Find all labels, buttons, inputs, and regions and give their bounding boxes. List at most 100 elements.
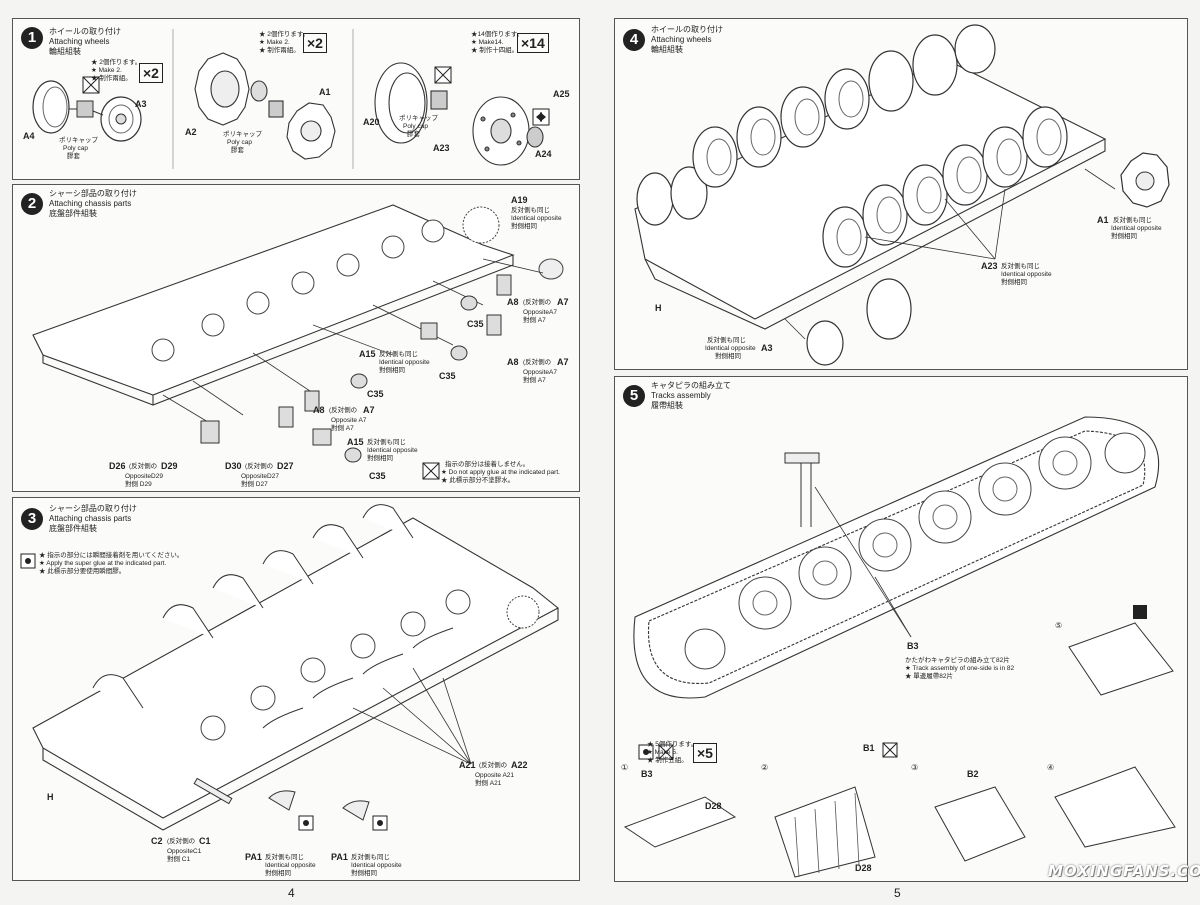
step-number: 4 [623,29,645,51]
polycap-label-jp: ポリキャップ [399,115,438,122]
step-3-panel: 3 シャーシ部品の取り付け Attaching chassis parts 底盤… [12,497,580,881]
noglue-note-en: ★ Do not apply glue at the indicated par… [441,469,560,476]
callout-jp: 反対側も同じ [707,337,746,344]
callout-en: Identical opposite [265,862,316,869]
callout-cn: 對側相同 [367,455,393,462]
part-label: C35 [439,371,456,381]
step-number: 5 [623,385,645,407]
callout-en: Identical opposite [705,345,756,352]
note-en: ★ Make 2. [259,39,290,46]
noglue-note-cn: ★ 此標示部分不塗膠水。 [441,477,515,484]
part-label: H [655,303,662,313]
callout-en: OppositeD27 [241,473,279,480]
step-4-wheel-illustration [634,24,1170,366]
noglue-note-jp: 指示の部分は接着しません。 [445,461,530,468]
callout-cn: 對側 A21 [475,780,502,787]
substep-marker: ③ [911,763,919,772]
part-label: A7 [363,405,375,415]
step-title-cn: 輪組組裝 [49,47,81,56]
part-label: D29 [161,461,178,471]
step-5-track-illustration [623,416,1176,878]
callout-cn: 對側 A7 [523,317,546,324]
callout-en: OppositeA7 [523,309,557,316]
callout-jp: 反対側も同じ [1113,217,1152,224]
callout-cn: 對側相同 [511,223,537,230]
step-2-panel: 2 シャーシ部品の取り付け Attaching chassis parts 底盤… [12,184,580,492]
callout-jp: 反対側も同じ [379,351,418,358]
part-label: A1 [319,87,331,97]
part-label: D27 [277,461,294,471]
part-label: B1 [863,743,875,753]
callout-jp: (反対側の [479,762,508,769]
multiplier-badge: ×5 [693,743,717,763]
polycap-label-jp: ポリキャップ [223,131,262,138]
step-title-cn: 底盤部件組裝 [49,524,97,533]
callout-en: Identical opposite [367,447,418,454]
glue-note-cn: ★ 此標示部分要使用瞬間膠。 [39,568,126,575]
callout-en: Identical opposite [379,359,430,366]
step-number: 1 [21,27,43,49]
part-label: C2 [151,836,163,846]
step-title-en: Attaching wheels [49,37,110,46]
callout-en: ★ Track assembly of one-side is in 82 [905,665,1015,672]
part-label: D28 [705,801,722,811]
part-label: A15 [359,349,376,359]
note-en: ★ Make14. [471,39,504,46]
step-title-jp: シャーシ部品の取り付け [49,504,137,513]
step-1-panel: 1 ホイールの取り付け Attaching wheels 輪組組裝 ★ 2個作り… [12,18,580,180]
glue-note-en: ★ Apply the super glue at the indicated … [39,560,167,567]
part-label: A23 [433,143,450,153]
step-number: 3 [21,508,43,530]
step-title-en: Attaching wheels [651,35,712,44]
polycap-label-cn: 膠套 [67,153,80,160]
step-title-cn: 輪組組裝 [651,45,683,54]
callout-cn: 對側相同 [715,353,741,360]
callout-en: OppositeC1 [167,848,202,855]
callout-jp: (反対側の [523,299,552,306]
step-title-en: Attaching chassis parts [49,514,132,523]
step-title-cn: 底盤部件組裝 [49,209,97,218]
callout-jp: (反対側の [167,838,196,845]
part-label: A7 [557,357,569,367]
part-label: A1 [1097,215,1109,225]
note-jp: ★ 2個作ります。 [259,31,310,38]
part-label: C35 [467,319,484,329]
callout-en: OppositeD29 [125,473,163,480]
part-label: A21 [459,760,476,770]
polycap-label-en: Poly cap [403,123,428,130]
page-number: 5 [894,886,901,900]
step-4-panel: 4 ホイールの取り付け Attaching wheels 輪組組裝 H A1 反… [614,18,1188,370]
note-cn: ★ 制作兩組。 [91,75,132,82]
polycap-label-en: Poly cap [227,139,252,146]
note-jp: ★14個作ります。 [471,31,524,38]
part-label: H [47,792,54,802]
callout-cn: 對側 A7 [523,377,546,384]
step-title-en: Attaching chassis parts [49,199,132,208]
part-label: A4 [23,131,35,141]
callout-en: Identical opposite [511,215,562,222]
part-label: B2 [967,769,979,779]
note-cn: ★ 制作十四組。 [471,47,519,54]
part-label: A7 [557,297,569,307]
step-title-jp: キャタピラの組み立て [651,381,731,390]
substep-marker: ① [621,763,629,772]
callout-cn: 對側 D29 [125,481,152,488]
part-label: A25 [553,89,570,99]
part-label: B3 [907,641,919,651]
callout-cn: 對側 C1 [167,856,191,863]
callout-jp: 反対側も同じ [511,207,550,214]
part-label: A20 [363,117,380,127]
callout-jp: 反対側も同じ [265,854,304,861]
part-label: PA1 [245,852,262,862]
part-label: D26 [109,461,126,471]
note-en: ★ Make 5. [647,749,678,756]
callout-jp: (反対側の [245,463,274,470]
callout-cn: 對側相同 [351,870,377,877]
instruction-page-right: 4 ホイールの取り付け Attaching wheels 輪組組裝 H A1 反… [600,0,1200,905]
part-label: C1 [199,836,211,846]
note-cn: ★ 制作五組。 [647,757,688,764]
step-title-jp: シャーシ部品の取り付け [49,189,137,198]
part-label: C35 [367,389,384,399]
part-label: A22 [511,760,528,770]
multiplier-badge: ×2 [303,33,327,53]
